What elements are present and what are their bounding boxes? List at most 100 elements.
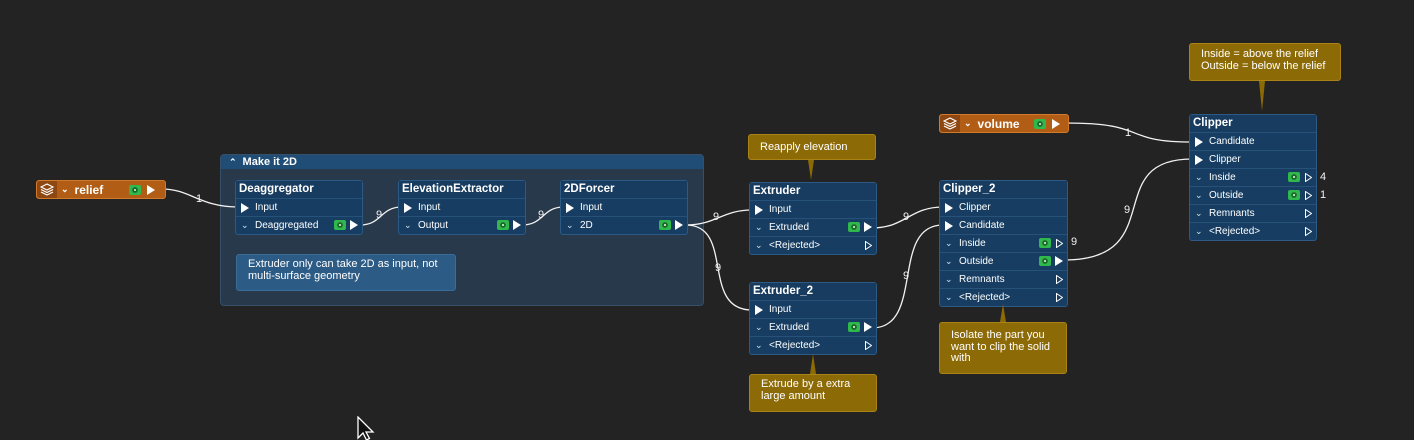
transformer-title[interactable]: Extruder_2 <box>750 283 876 300</box>
output-port-hollow-icon[interactable] <box>1056 239 1063 248</box>
eye-icon[interactable] <box>848 222 860 232</box>
transformer-deaggregator[interactable]: Deaggregator Input ⌄Deaggregated <box>235 180 363 235</box>
chevron-down-icon[interactable]: ⌄ <box>755 222 763 232</box>
eye-icon[interactable] <box>848 322 860 332</box>
transformer-title[interactable]: ElevationExtractor <box>399 181 525 198</box>
input-port[interactable]: Input <box>750 200 876 218</box>
annotation-reapply-elevation[interactable]: Reapply elevation <box>748 134 876 160</box>
reader-relief[interactable]: ⌄ relief <box>36 180 166 199</box>
transformer-title[interactable]: Clipper_2 <box>940 181 1067 198</box>
output-port-icon[interactable] <box>675 220 683 230</box>
output-port-rejected[interactable]: ⌄<Rejected> <box>750 236 876 254</box>
transformer-title[interactable]: Extruder <box>750 183 876 200</box>
input-port-icon[interactable] <box>404 202 412 213</box>
chevron-down-icon[interactable]: ⌄ <box>1195 208 1203 218</box>
output-port-icon[interactable] <box>1055 256 1063 266</box>
output-port[interactable]: ⌄Output <box>399 216 525 234</box>
input-port-icon[interactable] <box>566 202 574 213</box>
eye-icon[interactable] <box>1039 238 1051 248</box>
input-port[interactable]: Input <box>750 300 876 318</box>
eye-icon[interactable] <box>1033 118 1046 129</box>
output-port-inside[interactable]: ⌄Inside <box>940 234 1067 252</box>
eye-icon[interactable] <box>334 220 346 230</box>
output-port-remnants[interactable]: ⌄Remnants <box>940 270 1067 288</box>
chevron-down-icon[interactable]: ⌄ <box>1195 226 1203 236</box>
input-port-icon[interactable] <box>1195 136 1203 147</box>
chevron-down-icon[interactable]: ⌄ <box>755 322 763 332</box>
eye-icon[interactable] <box>659 220 671 230</box>
chevron-down-icon[interactable]: ⌄ <box>964 118 972 128</box>
transformer-extruder[interactable]: Extruder Input ⌄Extruded ⌄<Rejected> <box>749 182 877 255</box>
transformer-elevationextractor[interactable]: ElevationExtractor Input ⌄Output <box>398 180 526 235</box>
chevron-down-icon[interactable]: ⌄ <box>755 240 763 250</box>
input-port[interactable]: Input <box>561 198 687 216</box>
chevron-down-icon[interactable]: ⌄ <box>945 292 953 302</box>
transformer-title[interactable]: Deaggregator <box>236 181 362 198</box>
output-port-rejected[interactable]: ⌄<Rejected> <box>750 336 876 354</box>
output-port-outside[interactable]: ⌄Outside <box>940 252 1067 270</box>
input-port-icon[interactable] <box>755 304 763 315</box>
output-port-hollow-icon[interactable] <box>1305 209 1312 218</box>
input-port-icon[interactable] <box>1195 154 1203 165</box>
transformer-clipper-2[interactable]: Clipper_2 Clipper Candidate ⌄Inside ⌄Out… <box>939 180 1068 307</box>
chevron-down-icon[interactable]: ⌄ <box>61 184 69 194</box>
output-port-icon[interactable] <box>350 220 358 230</box>
bookmark-header[interactable]: ⌃ Make it 2D <box>221 155 703 169</box>
input-port-icon[interactable] <box>945 220 953 231</box>
transformer-clipper[interactable]: Clipper Candidate Clipper ⌄Inside ⌄Outsi… <box>1189 114 1317 241</box>
chevron-down-icon[interactable]: ⌄ <box>945 238 953 248</box>
input-port-icon[interactable] <box>945 202 953 213</box>
output-port-hollow-icon[interactable] <box>865 341 872 350</box>
input-port-icon[interactable] <box>755 204 763 215</box>
output-port-hollow-icon[interactable] <box>1305 191 1312 200</box>
output-port-icon[interactable] <box>146 184 155 195</box>
chevron-down-icon[interactable]: ⌄ <box>945 274 953 284</box>
input-port-candidate[interactable]: Candidate <box>1190 132 1316 150</box>
input-port[interactable]: Input <box>399 198 525 216</box>
transformer-title[interactable]: Clipper <box>1190 115 1316 132</box>
transformer-extruder-2[interactable]: Extruder_2 Input ⌄Extruded ⌄<Rejected> <box>749 282 877 355</box>
output-port-remnants[interactable]: ⌄Remnants <box>1190 204 1316 222</box>
output-port-hollow-icon[interactable] <box>1305 227 1312 236</box>
chevron-down-icon[interactable]: ⌄ <box>1195 190 1203 200</box>
output-port-hollow-icon[interactable] <box>1056 293 1063 302</box>
input-port-clipper[interactable]: Clipper <box>1190 150 1316 168</box>
output-port-extruded[interactable]: ⌄Extruded <box>750 318 876 336</box>
chevron-down-icon[interactable]: ⌄ <box>945 256 953 266</box>
output-port-extruded[interactable]: ⌄Extruded <box>750 218 876 236</box>
transformer-title[interactable]: 2DForcer <box>561 181 687 198</box>
eye-icon[interactable] <box>128 184 141 195</box>
output-port[interactable]: ⌄2D <box>561 216 687 234</box>
output-port-inside[interactable]: ⌄Inside <box>1190 168 1316 186</box>
output-port-rejected[interactable]: ⌄<Rejected> <box>1190 222 1316 240</box>
output-port-outside[interactable]: ⌄Outside <box>1190 186 1316 204</box>
input-port-candidate[interactable]: Candidate <box>940 216 1067 234</box>
output-port-hollow-icon[interactable] <box>1056 275 1063 284</box>
bookmark-annotation[interactable]: Extruder only can take 2D as input, not … <box>236 254 456 291</box>
eye-icon[interactable] <box>497 220 509 230</box>
chevron-down-icon[interactable]: ⌄ <box>241 220 249 230</box>
output-port-icon[interactable] <box>864 322 872 332</box>
chevron-down-icon[interactable]: ⌄ <box>566 220 574 230</box>
input-port-icon[interactable] <box>241 202 249 213</box>
input-port-clipper[interactable]: Clipper <box>940 198 1067 216</box>
annotation-isolate[interactable]: Isolate the part you want to clip the so… <box>939 322 1067 374</box>
output-port-rejected[interactable]: ⌄<Rejected> <box>940 288 1067 306</box>
eye-icon[interactable] <box>1288 172 1300 182</box>
chevron-down-icon[interactable]: ⌄ <box>1195 172 1203 182</box>
output-port-hollow-icon[interactable] <box>1305 173 1312 182</box>
chevron-up-icon[interactable]: ⌃ <box>229 157 237 167</box>
annotation-extrude[interactable]: Extrude by a extra large amount <box>749 374 877 412</box>
input-port[interactable]: Input <box>236 198 362 216</box>
annotation-clipper[interactable]: Inside = above the relief Outside = belo… <box>1189 43 1341 81</box>
output-port[interactable]: ⌄Deaggregated <box>236 216 362 234</box>
eye-icon[interactable] <box>1288 190 1300 200</box>
output-port-hollow-icon[interactable] <box>865 241 872 250</box>
output-port-icon[interactable] <box>1051 118 1060 129</box>
chevron-down-icon[interactable]: ⌄ <box>404 220 412 230</box>
chevron-down-icon[interactable]: ⌄ <box>755 340 763 350</box>
eye-icon[interactable] <box>1039 256 1051 266</box>
reader-volume[interactable]: ⌄ volume <box>939 114 1069 133</box>
transformer-2dforcer[interactable]: 2DForcer Input ⌄2D <box>560 180 688 235</box>
output-port-icon[interactable] <box>513 220 521 230</box>
